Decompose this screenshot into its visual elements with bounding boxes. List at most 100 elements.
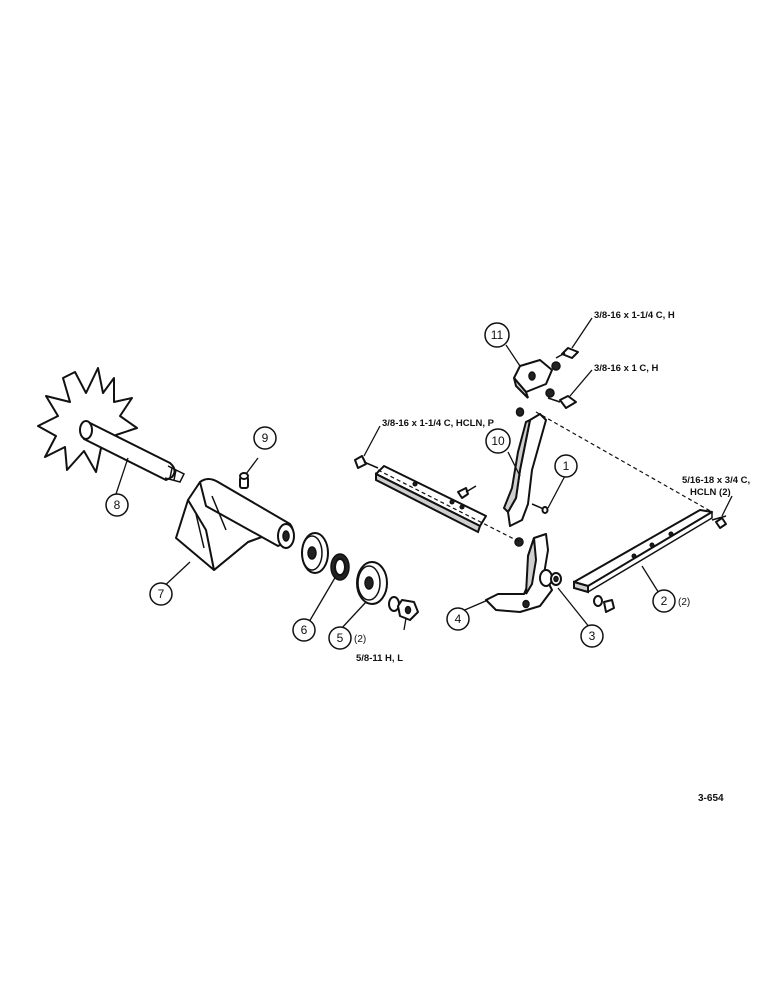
bar-hole-2: [449, 499, 455, 505]
part-9-grease-fitting: [239, 472, 249, 489]
small-bolt-mid-head: [457, 487, 469, 499]
svg-text:1: 1: [563, 459, 570, 473]
spacer-hole: [307, 546, 317, 560]
sprocket-hub: [334, 558, 346, 576]
leader-spec-left: [363, 425, 381, 457]
leader-10: [507, 451, 521, 477]
bolt-3-8-16-1-1-4-upper: [551, 347, 579, 371]
clamp-block-hole: [528, 371, 536, 381]
leader-3: [557, 587, 591, 629]
long-bar-hole-3: [668, 531, 674, 537]
leader-1: [547, 473, 567, 509]
bolt-3-8-16-1-1-4-hcln: [354, 455, 379, 469]
small-bolt-mid-shank: [465, 485, 477, 493]
part-3-washer: [550, 572, 562, 586]
long-bar-edge: [587, 512, 713, 593]
washer-3-hole: [553, 575, 559, 583]
small-nut: [515, 407, 525, 417]
callout-3: 3: [580, 624, 604, 648]
callout-4: 4: [446, 607, 470, 631]
leader-nut: [403, 617, 407, 631]
grease-fitting-tip: [239, 472, 249, 480]
washer-and-nut: [388, 596, 419, 621]
alignment-line-upper: [535, 411, 713, 513]
sprocket: [330, 553, 350, 581]
leader-8: [115, 457, 129, 495]
bolt-head-upper: [561, 347, 579, 359]
spec-3-8-16-1-ch: 3/8-16 x 1 C, H: [594, 363, 659, 374]
bracket-web-edge: [195, 495, 227, 549]
lower-right-nut: [603, 599, 615, 613]
part-4-lower-bracket: [485, 533, 553, 613]
spec-5-16-18-line2: HCLN (2): [690, 487, 731, 498]
lower-bracket-hole: [522, 599, 530, 609]
svg-text:3: 3: [589, 629, 596, 643]
leader-11: [505, 344, 521, 367]
bar-hole-3: [459, 504, 465, 510]
leader-9: [245, 457, 259, 475]
svg-text:6: 6: [301, 623, 308, 637]
svg-text:9: 9: [262, 431, 269, 445]
part-8-star-wheel-shaft: [37, 367, 186, 483]
part-1-pin: [531, 503, 549, 514]
part-6-spacer: [301, 532, 329, 574]
spec-5-8-11: 5/8-11 H, L: [356, 653, 403, 664]
callout-2: 2 (2): [652, 589, 690, 613]
svg-text:4: 4: [455, 612, 462, 626]
hcln-bolt-head: [354, 455, 367, 469]
callout-7: 7: [149, 582, 173, 606]
shaft-end: [79, 420, 93, 440]
spec-3-8-16-1-1-4-ch: 3/8-16 x 1-1/4 C, H: [594, 310, 675, 321]
wheel-rim: [357, 565, 381, 601]
wheel-hole: [364, 576, 374, 590]
nut-upper: [551, 361, 561, 371]
callout-8: 8: [105, 493, 129, 517]
callout-5-qty: (2): [354, 634, 366, 645]
mounting-bar-left-body: [375, 465, 487, 527]
bolt-head-lower: [559, 395, 577, 409]
callout-6: 6: [292, 618, 316, 642]
leader-spec-right: [721, 495, 733, 517]
bar-hole-1: [412, 481, 418, 487]
svg-text:5: 5: [337, 631, 344, 645]
part-10-curved-arm: [502, 413, 547, 527]
long-bar-top: [573, 509, 713, 587]
part-2-long-bar: [573, 509, 713, 594]
leader-5: [339, 601, 367, 631]
figure-reference: 3-654: [698, 793, 724, 804]
spec-3-8-16-1-1-4-hcln: 3/8-16 x 1-1/4 C, HCLN, P: [382, 418, 495, 429]
leader-spec-top: [571, 317, 593, 349]
leader-6: [308, 575, 337, 623]
callout-9: 9: [253, 426, 277, 450]
lower-bracket-edge: [525, 537, 538, 595]
svg-text:8: 8: [114, 498, 121, 512]
pivot-nut: [514, 537, 524, 547]
part-5-wheel: [356, 561, 388, 605]
bolt-shank-upper: [555, 352, 566, 359]
mounting-bar-left-edge: [375, 472, 482, 534]
callout-10: 10: [485, 428, 511, 454]
svg-text:2: 2: [661, 594, 668, 608]
long-bar-hole-1: [631, 553, 637, 559]
mounting-bar-left: [375, 465, 487, 534]
washer-nut-lower-right: [593, 595, 615, 613]
svg-text:10: 10: [491, 434, 505, 448]
bolt-5-16-head: [715, 517, 727, 529]
small-bolt-mid: [457, 485, 477, 499]
curved-arm-edge: [502, 418, 532, 514]
bolt-3-8-16-1-lower: [545, 388, 577, 409]
alignment-line-left: [377, 469, 521, 543]
callout-11: 11: [484, 322, 510, 348]
callout-5: 5 (2): [328, 626, 366, 650]
leader-spec-mid: [569, 369, 593, 397]
long-bar-hole-2: [649, 542, 655, 548]
shaft-threaded-end: [164, 465, 186, 483]
spacer-rim: [301, 535, 323, 571]
part-7-bracket: [175, 478, 295, 571]
svg-text:11: 11: [491, 328, 504, 342]
bolt-shank-lower: [547, 397, 561, 403]
svg-text:7: 7: [158, 587, 165, 601]
callout-2-qty: (2): [678, 597, 690, 608]
bolt-5-16-shank: [711, 515, 727, 521]
